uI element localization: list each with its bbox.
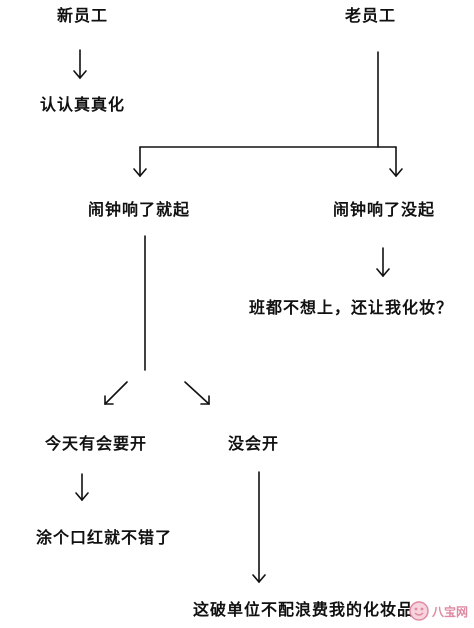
node-lipstick: 涂个口红就不错了 xyxy=(36,528,173,547)
arrowhead-to-meeting xyxy=(104,395,114,405)
arrow-to-no-meeting xyxy=(184,381,210,405)
watermark-logo-icon xyxy=(409,601,429,621)
arrowhead-new-to-serious xyxy=(73,70,87,80)
arrow-to-meeting xyxy=(104,381,128,405)
node-alarm-no-get-up: 闹钟响了没起 xyxy=(333,200,436,219)
arrowhead-to-no-meeting xyxy=(200,395,210,405)
arrowhead-to-get-up xyxy=(133,168,147,178)
node-alarm-get-up: 闹钟响了就起 xyxy=(88,200,191,219)
arrowhead-meeting-to-lipstick xyxy=(75,492,89,502)
node-lazy-question: 班都不想上，还让我化妆？ xyxy=(249,298,454,317)
node-serious-makeup: 认认真真化 xyxy=(40,95,126,114)
arrowhead-no-meeting-to-waste xyxy=(252,574,266,584)
node-new-employee: 新员工 xyxy=(57,6,109,25)
node-no-meeting: 没会开 xyxy=(228,434,280,453)
arrowhead-to-no-get-up xyxy=(389,168,403,178)
node-old-employee: 老员工 xyxy=(345,6,397,25)
watermark-text: 八宝网 xyxy=(431,604,468,619)
node-meeting-today: 今天有会要开 xyxy=(45,434,148,453)
arrowhead-no-get-up-to-question xyxy=(376,268,390,278)
watermark: 八宝网 xyxy=(408,600,468,622)
node-waste-makeup: 这破单位不配浪费我的化妆品 xyxy=(193,600,415,619)
